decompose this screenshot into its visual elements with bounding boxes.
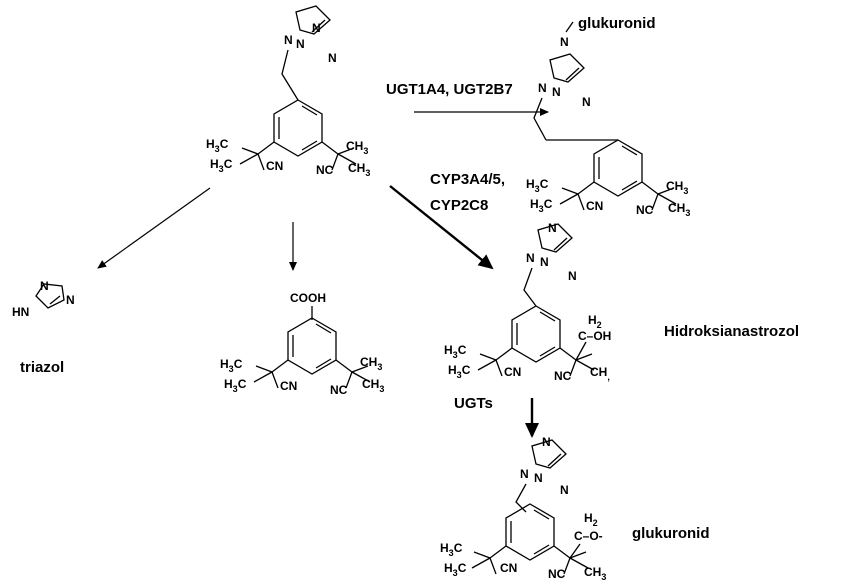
atom-h3c: H3C: [210, 157, 233, 174]
atom-ch3: CH3: [584, 565, 606, 580]
atom-ch3: CH,: [590, 365, 610, 382]
arrow-to-hydroxy: [389, 185, 494, 270]
atom-h3c: H3C: [448, 363, 471, 380]
atom-cn: CN: [280, 379, 297, 393]
atom-cn: CN: [504, 365, 521, 379]
atom-nc: NC: [316, 163, 334, 177]
atom-n: N: [520, 467, 529, 481]
atom-n: N: [568, 269, 577, 283]
enzyme-label-ugts: UGTs: [454, 395, 493, 412]
atom-n: N: [582, 95, 591, 109]
atom-cooh: COOH: [290, 291, 326, 305]
atom-n: N: [296, 37, 305, 51]
enzyme-label-cyp-line2: CYP2C8: [430, 197, 488, 214]
anastrozole-glucuronide-structure: glukuronid N N N N H3C H3C CN NC CH3 CH3: [526, 15, 690, 218]
atom-n: N: [284, 33, 293, 47]
atom-n: N: [66, 293, 75, 307]
anastrozole-structure: N N N N H3C H3C CN NC CH3 CH3: [206, 5, 370, 178]
atom-c-o: C–O-: [574, 529, 603, 543]
atom-ch3: CH3: [362, 377, 384, 394]
atom-h3c: H3C: [220, 357, 243, 374]
enzyme-label-cyp-line1: CYP3A4/5,: [430, 171, 505, 188]
atom-n: N: [312, 21, 321, 35]
hydroxyanastrozole-label: Hidroksianastrozol: [664, 323, 799, 340]
hydroxy-glucuronide-structure: N N N N H3C H3C CN NC CH3 H2 C–O- glukur…: [440, 435, 710, 580]
atom-n: N: [542, 435, 551, 449]
atom-h3c: H3C: [206, 137, 229, 154]
carboxylic-acid-metabolite-structure: COOH H3C H3C CN NC CH3 CH3: [220, 291, 384, 397]
atom-ch3: CH3: [346, 139, 368, 156]
atom-nc: NC: [548, 567, 566, 580]
atom-h3c: H3C: [444, 561, 467, 578]
atom-h3c: H3C: [526, 177, 549, 194]
atom-n: N: [534, 471, 543, 485]
atom-cn: CN: [500, 561, 517, 575]
atom-c-oh: C–OH: [578, 329, 611, 343]
atom-h3c: H3C: [224, 377, 247, 394]
enzyme-label-ugt1a4-ugt2b7: UGT1A4, UGT2B7: [386, 81, 513, 98]
atom-nc: NC: [554, 369, 572, 383]
atom-n: N: [548, 221, 557, 235]
triazole-label: triazol: [20, 359, 64, 376]
atom-nc: NC: [636, 203, 654, 217]
atom-n: N: [526, 251, 535, 265]
atom-n: N: [540, 255, 549, 269]
hydroxyanastrozole-structure: N N N N H3C H3C CN NC H2 C–OH CH, Hidrok…: [444, 221, 799, 383]
glucuronide-label-top: glukuronid: [578, 15, 656, 32]
atom-ch3: CH3: [668, 201, 690, 218]
atom-ch3: CH3: [360, 355, 382, 372]
atom-hn: HN: [12, 305, 29, 319]
atom-ch3: CH3: [348, 161, 370, 178]
atom-h2: H2: [588, 313, 602, 330]
atom-n: N: [328, 51, 337, 65]
atom-h3c: H3C: [530, 197, 553, 214]
atom-n: N: [552, 85, 561, 99]
atom-ch3: CH3: [666, 179, 688, 196]
atom-cn: CN: [586, 199, 603, 213]
atom-nc: NC: [330, 383, 348, 397]
atom-h3c: H3C: [440, 541, 463, 558]
triazole-structure: N N HN triazol: [12, 279, 75, 376]
glucuronide-label-bottom: glukuronid: [632, 525, 710, 542]
atom-h3c: H3C: [444, 343, 467, 360]
atom-cn: CN: [266, 159, 283, 173]
atom-h2: H2: [584, 511, 598, 528]
atom-n: N: [560, 35, 569, 49]
arrow-to-triazole: [97, 187, 211, 269]
atom-n: N: [560, 483, 569, 497]
atom-n: N: [538, 81, 547, 95]
atom-n: N: [40, 279, 49, 293]
